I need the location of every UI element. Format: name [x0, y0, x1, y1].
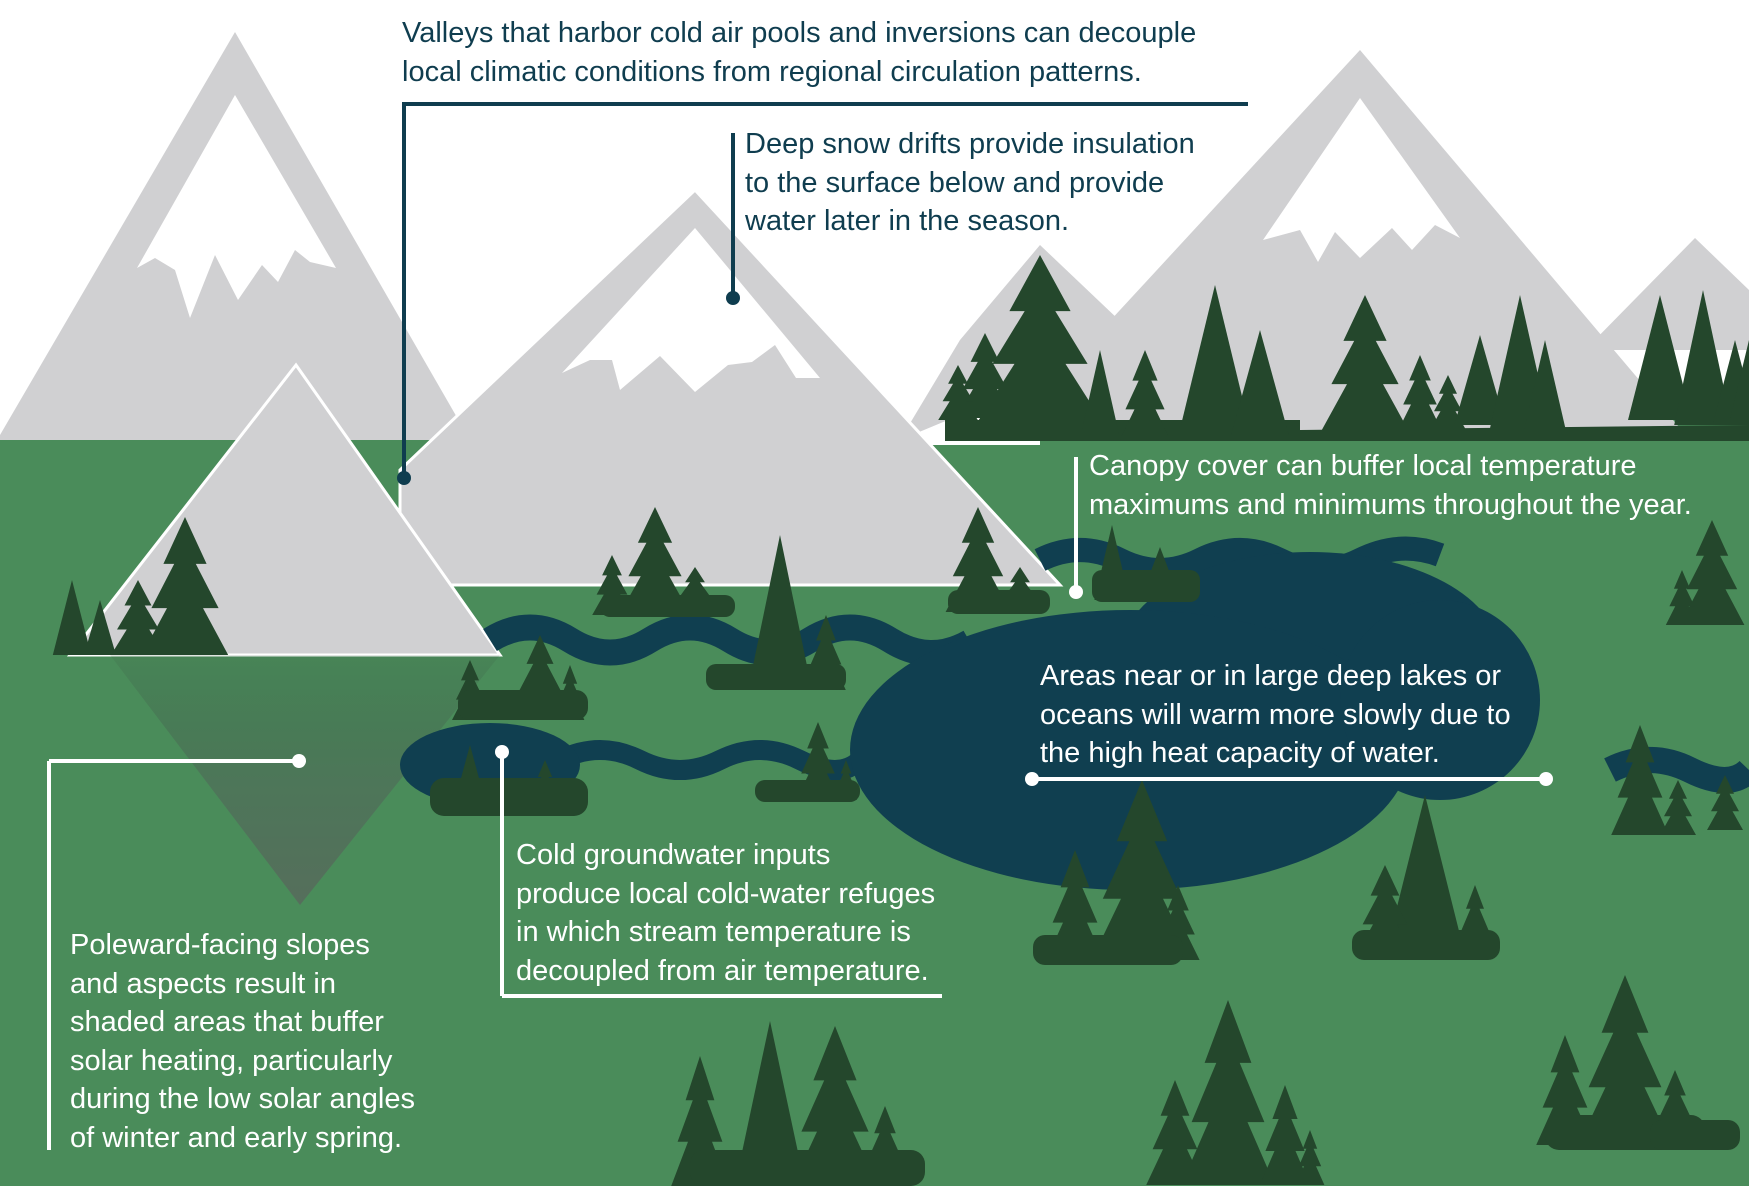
lakes-line-1: Areas near or in large deep lakes or: [1040, 660, 1502, 692]
light-leaders: [47, 457, 1553, 1150]
slopes-line-3: shaded areas that buffer: [70, 1006, 384, 1038]
snow-line-3: water later in the season.: [745, 205, 1070, 237]
groundwater-line-1: Cold groundwater inputs: [516, 839, 831, 871]
snow-leader-dot: [726, 291, 740, 305]
slopes-line-2: and aspects result in: [70, 967, 336, 1000]
canopy-callout: Canopy cover can buffer local temperatur…: [1089, 447, 1692, 524]
foreground-trees: [52, 507, 1745, 1186]
slopes-callout: Poleward-facing slopes and aspects resul…: [70, 926, 415, 1157]
snow-line-2: to the surface below and provide: [745, 166, 1165, 199]
slopes-line-1: Poleward-facing slopes: [70, 929, 370, 961]
groundwater-line-4: decoupled from air temperature.: [516, 954, 929, 987]
lakes-leader-dot-right: [1539, 772, 1553, 786]
lakes-line-3: the high heat capacity of water.: [1040, 737, 1440, 769]
groundwater-callout: Cold groundwater inputs produce local co…: [516, 836, 935, 990]
valleys-line-2: local climatic conditions from regional …: [402, 55, 1142, 88]
canopy-leader-dot: [1069, 585, 1083, 599]
lakes-leader-dot-left: [1025, 772, 1039, 786]
slopes-line-6: of winter and early spring.: [70, 1121, 403, 1154]
groundwater-line-3: in which stream temperature is: [516, 916, 911, 948]
left-mountain: [0, 32, 470, 440]
valleys-callout: Valleys that harbor cold air pools and i…: [402, 14, 1196, 91]
shaded-slope: [110, 655, 500, 905]
valleys-line-1: Valleys that harbor cold air pools and i…: [402, 17, 1197, 49]
canopy-line-1: Canopy cover can buffer local temperatur…: [1089, 450, 1637, 482]
canopy-line-2: maximums and minimums throughout the yea…: [1089, 488, 1692, 521]
slopes-line-5: during the low solar angles: [70, 1083, 415, 1115]
slopes-leader-dot: [292, 754, 306, 768]
snow-line-1: Deep snow drifts provide insulation: [745, 128, 1195, 160]
background-tree-line: [938, 254, 1749, 441]
lakes-line-2: oceans will warm more slowly due to: [1040, 698, 1511, 731]
slopes-line-4: solar heating, particularly: [70, 1044, 393, 1077]
snow-callout: Deep snow drifts provide insulation to t…: [745, 125, 1195, 241]
groundwater-leader-dot: [495, 745, 509, 759]
lakes-callout: Areas near or in large deep lakes or oce…: [1040, 657, 1511, 773]
valleys-leader-dot: [397, 471, 411, 485]
dark-leaders: [397, 102, 1248, 485]
groundwater-line-2: produce local cold-water refuges: [516, 877, 936, 910]
